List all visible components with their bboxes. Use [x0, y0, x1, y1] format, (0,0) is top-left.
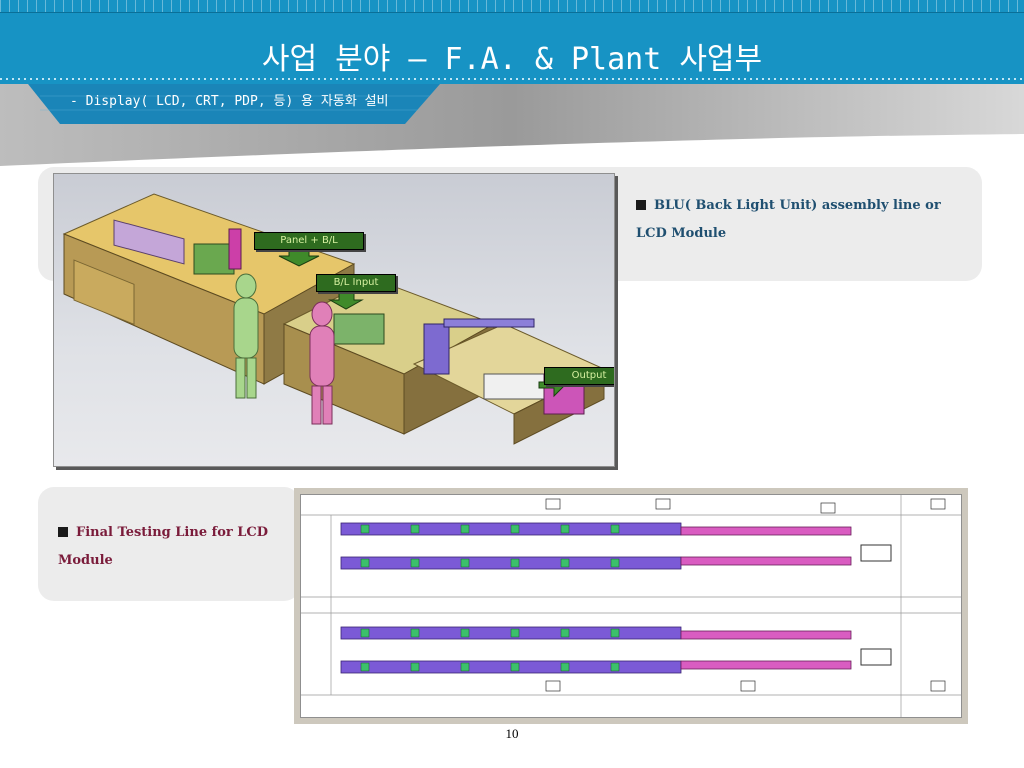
bullet-text: BLU( Back Light Unit) assembly line or L…	[636, 198, 941, 241]
header-dotted-line	[0, 78, 1024, 80]
bullet-square-icon	[58, 527, 68, 537]
assembly-line-illustration	[62, 193, 606, 445]
final-testing-line-drawing	[294, 488, 968, 724]
callout-panel-bl: Panel + B/L	[254, 232, 364, 250]
bullet-final-testing: Final Testing Line for LCD Module	[58, 519, 288, 575]
testing-line-layout	[301, 495, 961, 717]
blu-assembly-line-image: Panel + B/L B/L Input Output	[53, 173, 615, 467]
subtitle-banner	[0, 84, 1024, 166]
section-panel-testing	[38, 487, 300, 601]
header-grid-pattern	[0, 0, 1024, 13]
page-number: 10	[505, 726, 519, 741]
header-bar: 사업 분야 – F.A. & Plant 사업부	[0, 0, 1024, 84]
page-subtitle: - Display( LCD, CRT, PDP, 등) 용 자동화 설비	[70, 94, 389, 109]
callout-output: Output	[544, 367, 614, 385]
bullet-text: Final Testing Line for LCD Module	[58, 525, 269, 568]
bullet-square-icon	[636, 200, 646, 210]
page-title: 사업 분야 – F.A. & Plant 사업부	[261, 42, 763, 77]
bullet-blu-assembly: BLU( Back Light Unit) assembly line or L…	[636, 192, 966, 248]
callout-bl-input: B/L Input	[316, 274, 396, 292]
